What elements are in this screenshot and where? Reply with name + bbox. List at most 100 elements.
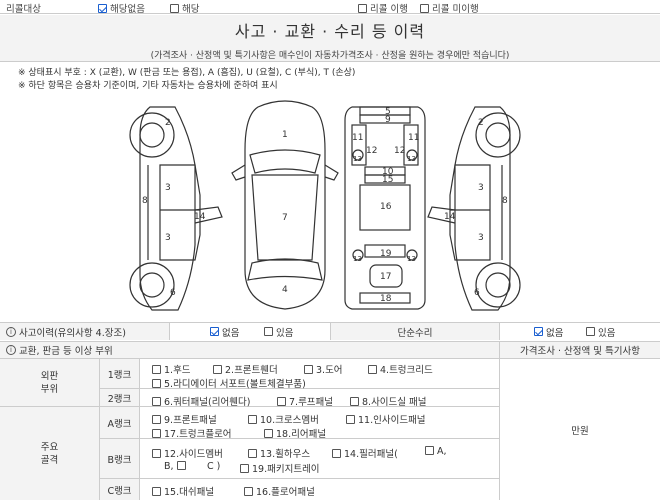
- label-frame-13a: 13: [353, 155, 362, 163]
- label-left-6: 6: [170, 288, 176, 298]
- checkbox-icon[interactable]: [248, 449, 257, 458]
- checkbox-checked-icon[interactable]: [534, 327, 543, 336]
- accident-none-option[interactable]: 없음: [210, 323, 239, 340]
- rankC-label: C랭크: [100, 479, 140, 500]
- recall-none-option[interactable]: 해당없음: [98, 1, 145, 15]
- option-front-fender[interactable]: 2.프론트휀더: [213, 362, 278, 376]
- info-icon: i: [6, 326, 16, 337]
- label-frame-13b: 13: [407, 155, 416, 163]
- label-right-2: 2: [478, 118, 484, 128]
- checkbox-icon[interactable]: [277, 397, 286, 406]
- main-frame-group: 주요 골격: [0, 407, 100, 500]
- checkbox-icon[interactable]: [304, 365, 313, 374]
- simple-repair-label: 단순수리: [330, 323, 500, 340]
- option-quarter-panel[interactable]: 6.쿼터패널(리어휀다): [152, 394, 250, 408]
- rankC-options: [140, 479, 500, 500]
- car-left-side-view: [129, 106, 223, 311]
- option-floor-panel[interactable]: 16.플로어패널: [244, 484, 315, 498]
- checkbox-icon[interactable]: [264, 327, 273, 336]
- checkbox-icon[interactable]: [586, 327, 595, 336]
- option-trunk-floor[interactable]: 17.트렁크플로어: [152, 426, 232, 440]
- checkbox-icon[interactable]: [152, 379, 161, 388]
- label-top-4: 4: [282, 285, 288, 295]
- recall-yes-option[interactable]: 해당: [170, 1, 199, 15]
- price-unit-cell: 만원: [500, 359, 660, 500]
- simple-repair-none-option[interactable]: 없음: [534, 323, 563, 340]
- recall-not-done-option[interactable]: 리콜 미이행: [420, 1, 479, 15]
- label-frame-17: 17: [380, 272, 391, 282]
- checkbox-icon[interactable]: [176, 461, 186, 470]
- checkbox-icon[interactable]: [152, 449, 161, 458]
- checkbox-icon[interactable]: [170, 4, 179, 13]
- option-radiator-support[interactable]: 5.라디에이터 서포트(볼트체결부품): [152, 376, 306, 390]
- label-left-8: 8: [142, 196, 148, 206]
- option-pillar-c[interactable]: C ): [207, 461, 221, 472]
- option-inside-panel[interactable]: 11.인사이드패널: [346, 412, 426, 426]
- label-left-14: 14: [194, 212, 206, 222]
- rank2-options: [140, 389, 500, 407]
- checkbox-icon[interactable]: [213, 365, 222, 374]
- checkbox-icon[interactable]: [244, 487, 253, 496]
- option-roof-panel[interactable]: 7.루프패널: [277, 394, 333, 408]
- option-front-panel[interactable]: 9.프론트패널: [152, 412, 217, 426]
- option-pillar-b[interactable]: B,: [164, 461, 189, 472]
- rankB-label: B랭크: [100, 439, 140, 479]
- checkbox-checked-icon[interactable]: [98, 4, 107, 13]
- option-door[interactable]: 3.도어: [304, 362, 343, 376]
- checkbox-icon[interactable]: [152, 397, 161, 406]
- checkbox-icon[interactable]: [240, 464, 249, 473]
- option-trunk-lid[interactable]: 4.트렁크리드: [368, 362, 433, 376]
- label-frame-16: 16: [380, 202, 392, 212]
- label-left-3b: 3: [165, 233, 171, 243]
- checkbox-icon[interactable]: [152, 415, 161, 424]
- checkbox-icon[interactable]: [420, 4, 429, 13]
- checkbox-icon[interactable]: [264, 429, 273, 438]
- option-wheel-house[interactable]: 13.휠하우스: [248, 446, 310, 460]
- checkbox-checked-icon[interactable]: [210, 327, 219, 336]
- checkbox-icon[interactable]: [425, 446, 434, 455]
- checkbox-icon[interactable]: [368, 365, 377, 374]
- option-dash-panel[interactable]: 15.대쉬패널: [152, 484, 214, 498]
- parts-table: 외판 부위 주요 골격 1랭크 2랭크 A랭크 B랭크 C랭크 만원 1.후드 …: [0, 358, 660, 500]
- checkbox-icon[interactable]: [152, 429, 161, 438]
- checkbox-icon[interactable]: [332, 449, 341, 458]
- car-frame-view: [344, 106, 426, 310]
- option-pillar-panel[interactable]: 14.필러패널(: [332, 446, 398, 460]
- label-frame-10: 10: [382, 167, 394, 177]
- accident-label-cell: i 사고이력(유의사항 4.장조): [0, 323, 170, 340]
- rankA-label: A랭크: [100, 407, 140, 439]
- label-frame-18: 18: [380, 294, 392, 304]
- parts-header-cell: i 교환, 판금 등 이상 부위: [0, 342, 500, 358]
- accident-history-row: i 사고이력(유의사항 4.장조) 없음 있음 단순수리 없음 있음: [0, 322, 660, 340]
- recall-row: 리콜대상 해당없음 해당 리콜 이행 리콜 미이행: [0, 0, 660, 15]
- option-side-sill-panel[interactable]: 8.사이드실 패널: [350, 394, 427, 408]
- option-side-member[interactable]: 12.사이드멤버: [152, 446, 223, 460]
- checkbox-icon[interactable]: [248, 415, 257, 424]
- accident-yes-option[interactable]: 있음: [264, 323, 293, 340]
- checkbox-icon[interactable]: [346, 415, 355, 424]
- label-top-7: 7: [282, 213, 288, 223]
- car-top-view: [231, 100, 339, 310]
- label-frame-13c: 13: [353, 255, 362, 263]
- label-frame-12a: 12: [366, 146, 377, 156]
- checkbox-icon[interactable]: [358, 4, 367, 13]
- recall-done-option[interactable]: 리콜 이행: [358, 1, 408, 15]
- option-rear-panel[interactable]: 18.리어패널: [264, 426, 326, 440]
- label-frame-9: 9: [385, 115, 391, 125]
- checkbox-icon[interactable]: [152, 365, 161, 374]
- checkbox-icon[interactable]: [152, 487, 161, 496]
- checkbox-icon[interactable]: [350, 397, 359, 406]
- note-line: ※ 상태표시 부호 : X (교환), W (판금 또는 용접), A (흠집)…: [18, 68, 356, 78]
- label-right-6: 6: [474, 288, 480, 298]
- option-pillar-a[interactable]: A,: [425, 446, 447, 457]
- label-right-14: 14: [444, 212, 456, 222]
- simple-repair-yes-option[interactable]: 있음: [586, 323, 615, 340]
- option-hood[interactable]: 1.후드: [152, 362, 191, 376]
- note-line: ※ 하단 항목은 승용차 기준이며, 기타 자동차는 승용차에 준하여 표시: [18, 81, 278, 91]
- rank1-label: 1랭크: [100, 359, 140, 389]
- label-right-8: 8: [502, 196, 508, 206]
- outer-panel-group: 외판 부위: [0, 359, 100, 407]
- option-cross-member[interactable]: 10.크로스멤버: [248, 412, 319, 426]
- option-package-tray[interactable]: 19.패키지트레이: [240, 461, 320, 475]
